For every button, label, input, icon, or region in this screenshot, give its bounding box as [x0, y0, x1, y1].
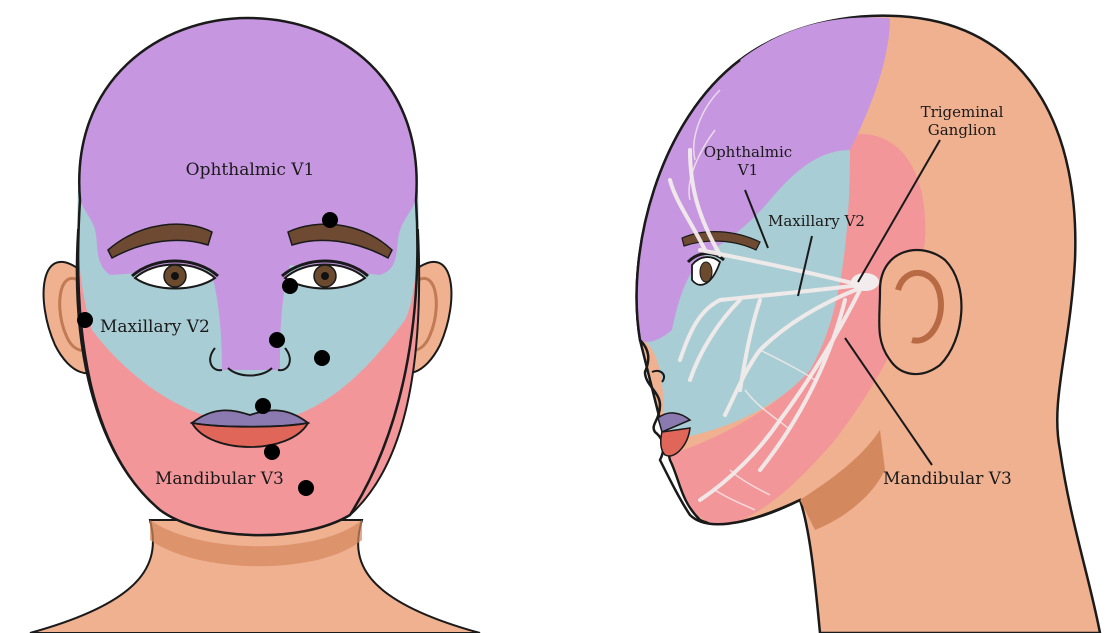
front-neck [30, 520, 480, 633]
side-label-v3: Mandibular V3 [883, 469, 1012, 489]
side-label-v1-line1: Ophthalmic [704, 143, 792, 161]
side-label-v2: Maxillary V2 [768, 212, 865, 230]
trigger-point [298, 480, 314, 496]
trigger-point [269, 332, 285, 348]
front-view: Ophthalmic V1 Maxillary V2 Mandibular V3 [30, 18, 480, 633]
side-view: Ophthalmic V1 Maxillary V2 Trigeminal Ga… [637, 16, 1100, 633]
front-label-v1: Ophthalmic V1 [186, 160, 315, 180]
trigger-point [322, 212, 338, 228]
trigger-point [77, 312, 93, 328]
front-label-v2: Maxillary V2 [100, 317, 210, 337]
trigger-point [314, 350, 330, 366]
side-label-ganglion-line1: Trigeminal [921, 103, 1004, 121]
trigeminal-ganglion [851, 273, 879, 291]
trigger-point [264, 444, 280, 460]
trigger-point [255, 398, 271, 414]
side-label-ganglion-line2: Ganglion [928, 121, 997, 139]
trigger-point [282, 278, 298, 294]
side-label-v1-line2: V1 [737, 161, 758, 179]
front-label-v3: Mandibular V3 [155, 469, 284, 489]
